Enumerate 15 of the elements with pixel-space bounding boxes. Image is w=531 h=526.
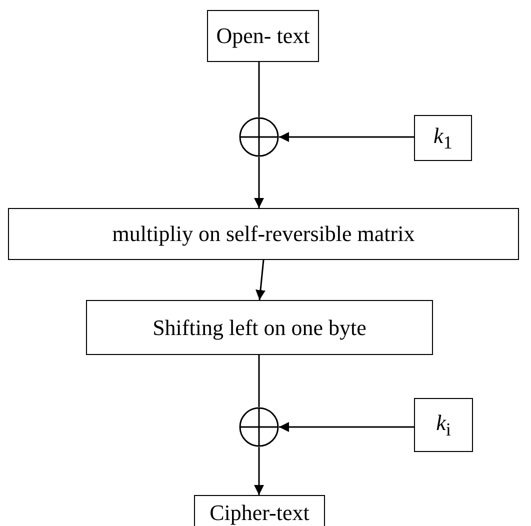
connector-line bbox=[258, 355, 260, 407]
process-box: Open- text bbox=[207, 10, 319, 62]
process-box: multipliy on self-reversible matrix bbox=[8, 208, 519, 260]
xor-symbol bbox=[239, 407, 279, 447]
arrow bbox=[254, 157, 264, 208]
arrow bbox=[279, 132, 414, 142]
arrow bbox=[254, 447, 264, 495]
arrow bbox=[256, 260, 266, 300]
key-box: k$_{i}$ bbox=[414, 398, 473, 452]
arrow bbox=[279, 422, 414, 432]
xor-symbol bbox=[239, 117, 279, 157]
process-box: Shifting left on one byte bbox=[86, 300, 433, 355]
key-box: k$_{1}$ bbox=[414, 115, 472, 161]
connector-line bbox=[258, 62, 260, 117]
process-box: Cipher-text bbox=[194, 495, 325, 526]
